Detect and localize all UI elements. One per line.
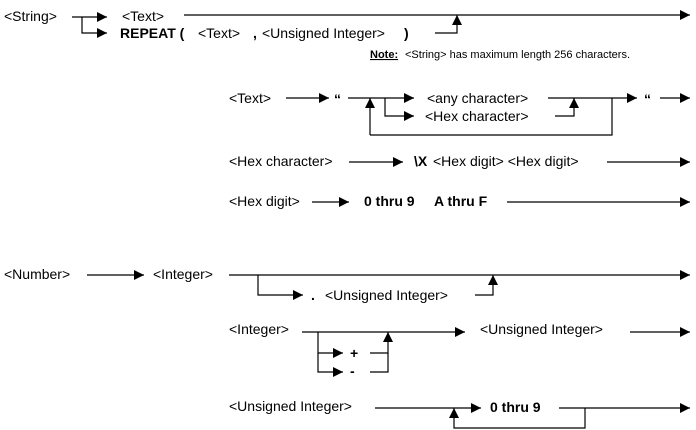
hex-digit-rule: <Hex digit> 0 thru 9 A thru F [229, 193, 690, 209]
number-decimal-point: . [311, 287, 315, 303]
text-open-quote: “ [334, 91, 341, 107]
uint-digits: 0 thru 9 [490, 399, 541, 415]
number-fraction-ref: <Unsigned Integer> [325, 287, 448, 303]
repeat-close-paren: ) [404, 25, 409, 41]
string-text-ref: <Text> [122, 8, 164, 24]
hexchar-rule-name: <Hex character> [229, 153, 333, 169]
repeat-uint-ref: <Unsigned Integer> [262, 25, 385, 41]
string-rule: <String> <Text> REPEAT ( <Text> , <Unsig… [4, 8, 690, 61]
integer-rule: <Integer> + - <Unsigned Integer> [229, 321, 690, 379]
sign-minus: - [350, 363, 355, 379]
hex-range-letters: A thru F [434, 193, 488, 209]
number-rule: <Number> <Integer> . <Unsigned Integer> [4, 266, 690, 303]
integer-rule-name: <Integer> [229, 321, 289, 337]
note-text: <String> has maximum length 256 characte… [405, 49, 630, 61]
hex-digit-pair: <Hex digit> <Hex digit> [433, 153, 579, 169]
repeat-text-ref: <Text> [198, 25, 240, 41]
hex-character-ref: <Hex character> [425, 108, 529, 124]
string-rule-name: <String> [4, 8, 57, 24]
text-rule-name: <Text> [229, 90, 271, 106]
note-label: Note: [370, 49, 398, 61]
number-rule-name: <Number> [4, 266, 70, 282]
hex-character-rule: <Hex character> \X <Hex digit> <Hex digi… [229, 153, 690, 169]
hex-escape: \X [414, 153, 428, 169]
any-character-ref: <any character> [427, 90, 528, 106]
hexdigit-rule-name: <Hex digit> [229, 193, 300, 209]
repeat-keyword: REPEAT ( [120, 25, 185, 41]
unsigned-integer-rule: <Unsigned Integer> 0 thru 9 [229, 398, 690, 429]
hex-range-digits: 0 thru 9 [364, 193, 415, 209]
text-rule: <Text> “ <any character> <Hex character>… [229, 90, 690, 136]
text-close-quote: “ [644, 91, 651, 107]
repeat-comma: , [253, 25, 257, 41]
integer-uint-ref: <Unsigned Integer> [480, 321, 603, 337]
uint-rule-name: <Unsigned Integer> [229, 398, 352, 414]
sign-plus: + [350, 345, 358, 361]
number-integer-ref: <Integer> [153, 266, 213, 282]
